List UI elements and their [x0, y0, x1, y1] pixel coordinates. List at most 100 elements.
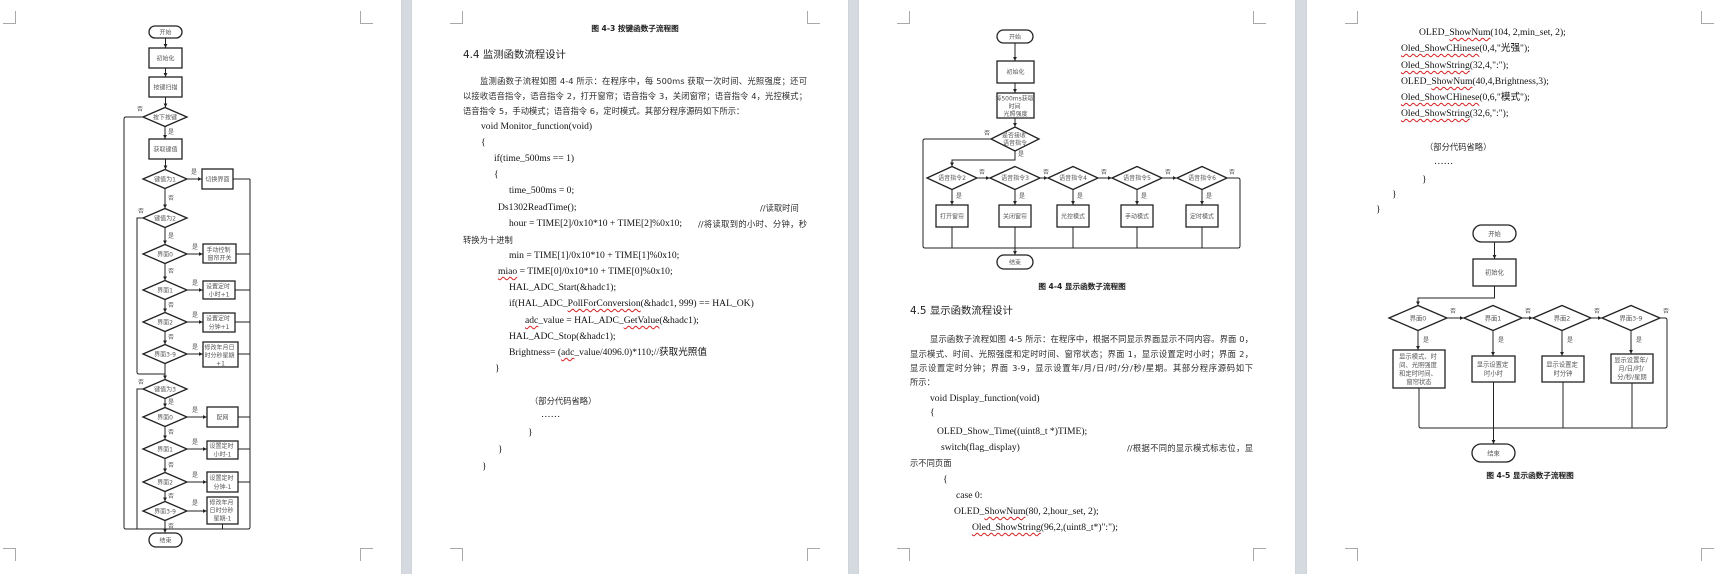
code-line: adc_value = HAL_ADC_GetValue(&hadc1);: [525, 315, 699, 326]
action-box: [935, 204, 969, 228]
yes-label: 是: [1498, 337, 1504, 344]
end-label: 结束: [1009, 258, 1021, 266]
yes-label: 是: [192, 280, 198, 287]
start-label: 开始: [1488, 229, 1501, 238]
no-label: 否: [137, 106, 143, 113]
read-key-box: [148, 138, 183, 160]
code-comment: //读取时间: [760, 203, 799, 213]
action-box: [206, 496, 239, 525]
yes-label: 是: [192, 312, 198, 319]
margin-corner-mark: [1345, 11, 1358, 24]
no-label: 否: [1043, 169, 1049, 176]
code-line: time_500ms = 0;: [509, 185, 575, 196]
init-box: [996, 60, 1035, 84]
action-label: 设置定时 分钟-1: [210, 474, 236, 491]
decision-key-2: [141, 207, 189, 229]
yes-label: 是: [1567, 337, 1573, 344]
yes-label: 是: [1423, 337, 1429, 344]
code-line: }: [528, 427, 533, 438]
decision-screen-1: [141, 438, 189, 460]
document-page-4[interactable]: OLED_ShowNum(104, 2,min_set, 2); Oled_Sh…: [1307, 0, 1723, 574]
branch-labels: 否 是 否 否 否 否 否 是 是 是 是 是: [956, 130, 1235, 200]
spelling-error-mark: miao: [498, 266, 518, 277]
decision-screen-2: [1531, 304, 1593, 332]
init-box: [148, 47, 183, 69]
code-line: Oled_ShowString(96,2,(uint8_t*)":");: [972, 522, 1118, 533]
action-box: [1541, 355, 1585, 383]
action-box: [206, 471, 239, 493]
code-ellipsis: ……: [541, 409, 561, 420]
code-line: OLED_ShowNum(104, 2,min_set, 2);: [1419, 27, 1566, 38]
switch-screen-box: [201, 168, 234, 190]
action-label: 修改年月日 时分秒星期 +1: [205, 344, 237, 368]
scan-label: 按键扫描: [153, 84, 177, 92]
yes-label: 是: [1141, 193, 1147, 200]
paragraph-line: 显示模式、时间、光照强度和定时时间、窗帘状态；界面 1，显示设置定时小时；界面 …: [910, 349, 1253, 359]
code-line: }: [495, 363, 500, 374]
decision-screen-2: [141, 311, 189, 333]
decision-screen-3-9: [1600, 304, 1662, 332]
decision-key-1: [141, 168, 189, 190]
yes-label: 是: [192, 344, 198, 351]
read-key-label: 获取键值: [153, 146, 177, 154]
code-ellipsis: ……: [1434, 156, 1454, 167]
no-label: 否: [1594, 308, 1600, 315]
code-comment-continuation: 转换为十进制: [463, 235, 513, 245]
decision-label: 界面3-9: [154, 509, 176, 516]
code-comment-continuation: 示不同页面: [910, 458, 952, 468]
document-page-2[interactable]: 图 4-3 按键函数子流程图 4.4 监测函数流程设计 监测函数子流程如图 4-…: [412, 0, 848, 574]
scan-box: [148, 76, 183, 98]
action-label: 打开窗帘: [940, 213, 964, 221]
connector-line: [136, 217, 165, 375]
no-label: 否: [1663, 308, 1669, 315]
paragraph-line: 以接收语音指令，语音指令 2，打开窗帘；语音指令 3，关闭窗帘；语音指令 4，光…: [463, 91, 807, 101]
decision-label: 界面2: [157, 480, 173, 487]
end-label: 结束: [1487, 449, 1500, 458]
decision-voice-command: [1110, 165, 1164, 191]
start-terminator: [996, 29, 1034, 44]
margin-corner-mark: [1253, 11, 1266, 24]
decision-label: 界面3-9: [154, 352, 176, 359]
init-label: 初始化: [1485, 268, 1505, 277]
code-omitted-note: （部分代码省略）: [530, 396, 597, 406]
connector-loop: [123, 116, 251, 530]
action-box: [202, 280, 236, 300]
margin-corner-mark: [450, 548, 463, 561]
code-line: {: [930, 407, 935, 418]
decision-screen-0: [141, 406, 189, 428]
decision-screen-1: [1462, 304, 1524, 332]
decision-label: 界面2: [1554, 315, 1571, 323]
decision-key-3: [141, 378, 189, 400]
yes-label: 是: [192, 407, 198, 414]
code-line: switch(flag_display): [941, 442, 1020, 453]
no-label: 否: [168, 493, 174, 500]
decision-screen-3-9: [141, 343, 189, 365]
code-line: Oled_ShowString(32,4,":");: [1401, 60, 1509, 71]
code-comment: //将读取到的小时、分钟，秒: [698, 219, 807, 229]
action-box: [1185, 204, 1219, 228]
document-page-3[interactable]: 开始 初始化 每500ms获取 时间 光照强度 是否接收 语音指令 语音指令2 …: [859, 0, 1295, 574]
code-line: Oled_ShowCHinese(0,6,"模式");: [1401, 92, 1530, 103]
document-page-1[interactable]: 开始 初始化 按键扫描 按下按键 获取键值 键值为1 切换界面 键值为2 界面0…: [0, 0, 401, 574]
connectors: [922, 43, 1241, 255]
paragraph-line: 显示函数子流程如图 4-5 所示：在程序中，根据不同显示界面显示不同内容。界面 …: [930, 334, 1253, 344]
code-line: case 0:: [956, 490, 983, 501]
code-line: {: [494, 169, 499, 180]
no-label: 否: [168, 462, 174, 469]
yes-label: 是: [191, 169, 197, 176]
section-heading: 4.5 显示函数流程设计: [910, 305, 1013, 317]
action-box: [206, 406, 239, 428]
start-label: 开始: [159, 29, 171, 37]
spelling-error-mark: Oled_ShowString: [1401, 108, 1470, 119]
yes-label: 是: [1018, 151, 1024, 158]
code-comment: //根据不同的显示模式标志位，显: [1127, 443, 1253, 453]
margin-corner-mark: [3, 11, 16, 24]
action-box: [1120, 204, 1154, 228]
no-label: 否: [984, 130, 990, 137]
decision-screen-2: [141, 471, 189, 493]
spelling-error-mark: GetValue: [623, 315, 660, 326]
action-label: 修改年月 日时分秒 星期-1: [210, 499, 236, 523]
decision-label: 界面1: [157, 288, 173, 295]
yes-label: 是: [1077, 193, 1083, 200]
decision-label: 按下按键: [153, 114, 177, 122]
